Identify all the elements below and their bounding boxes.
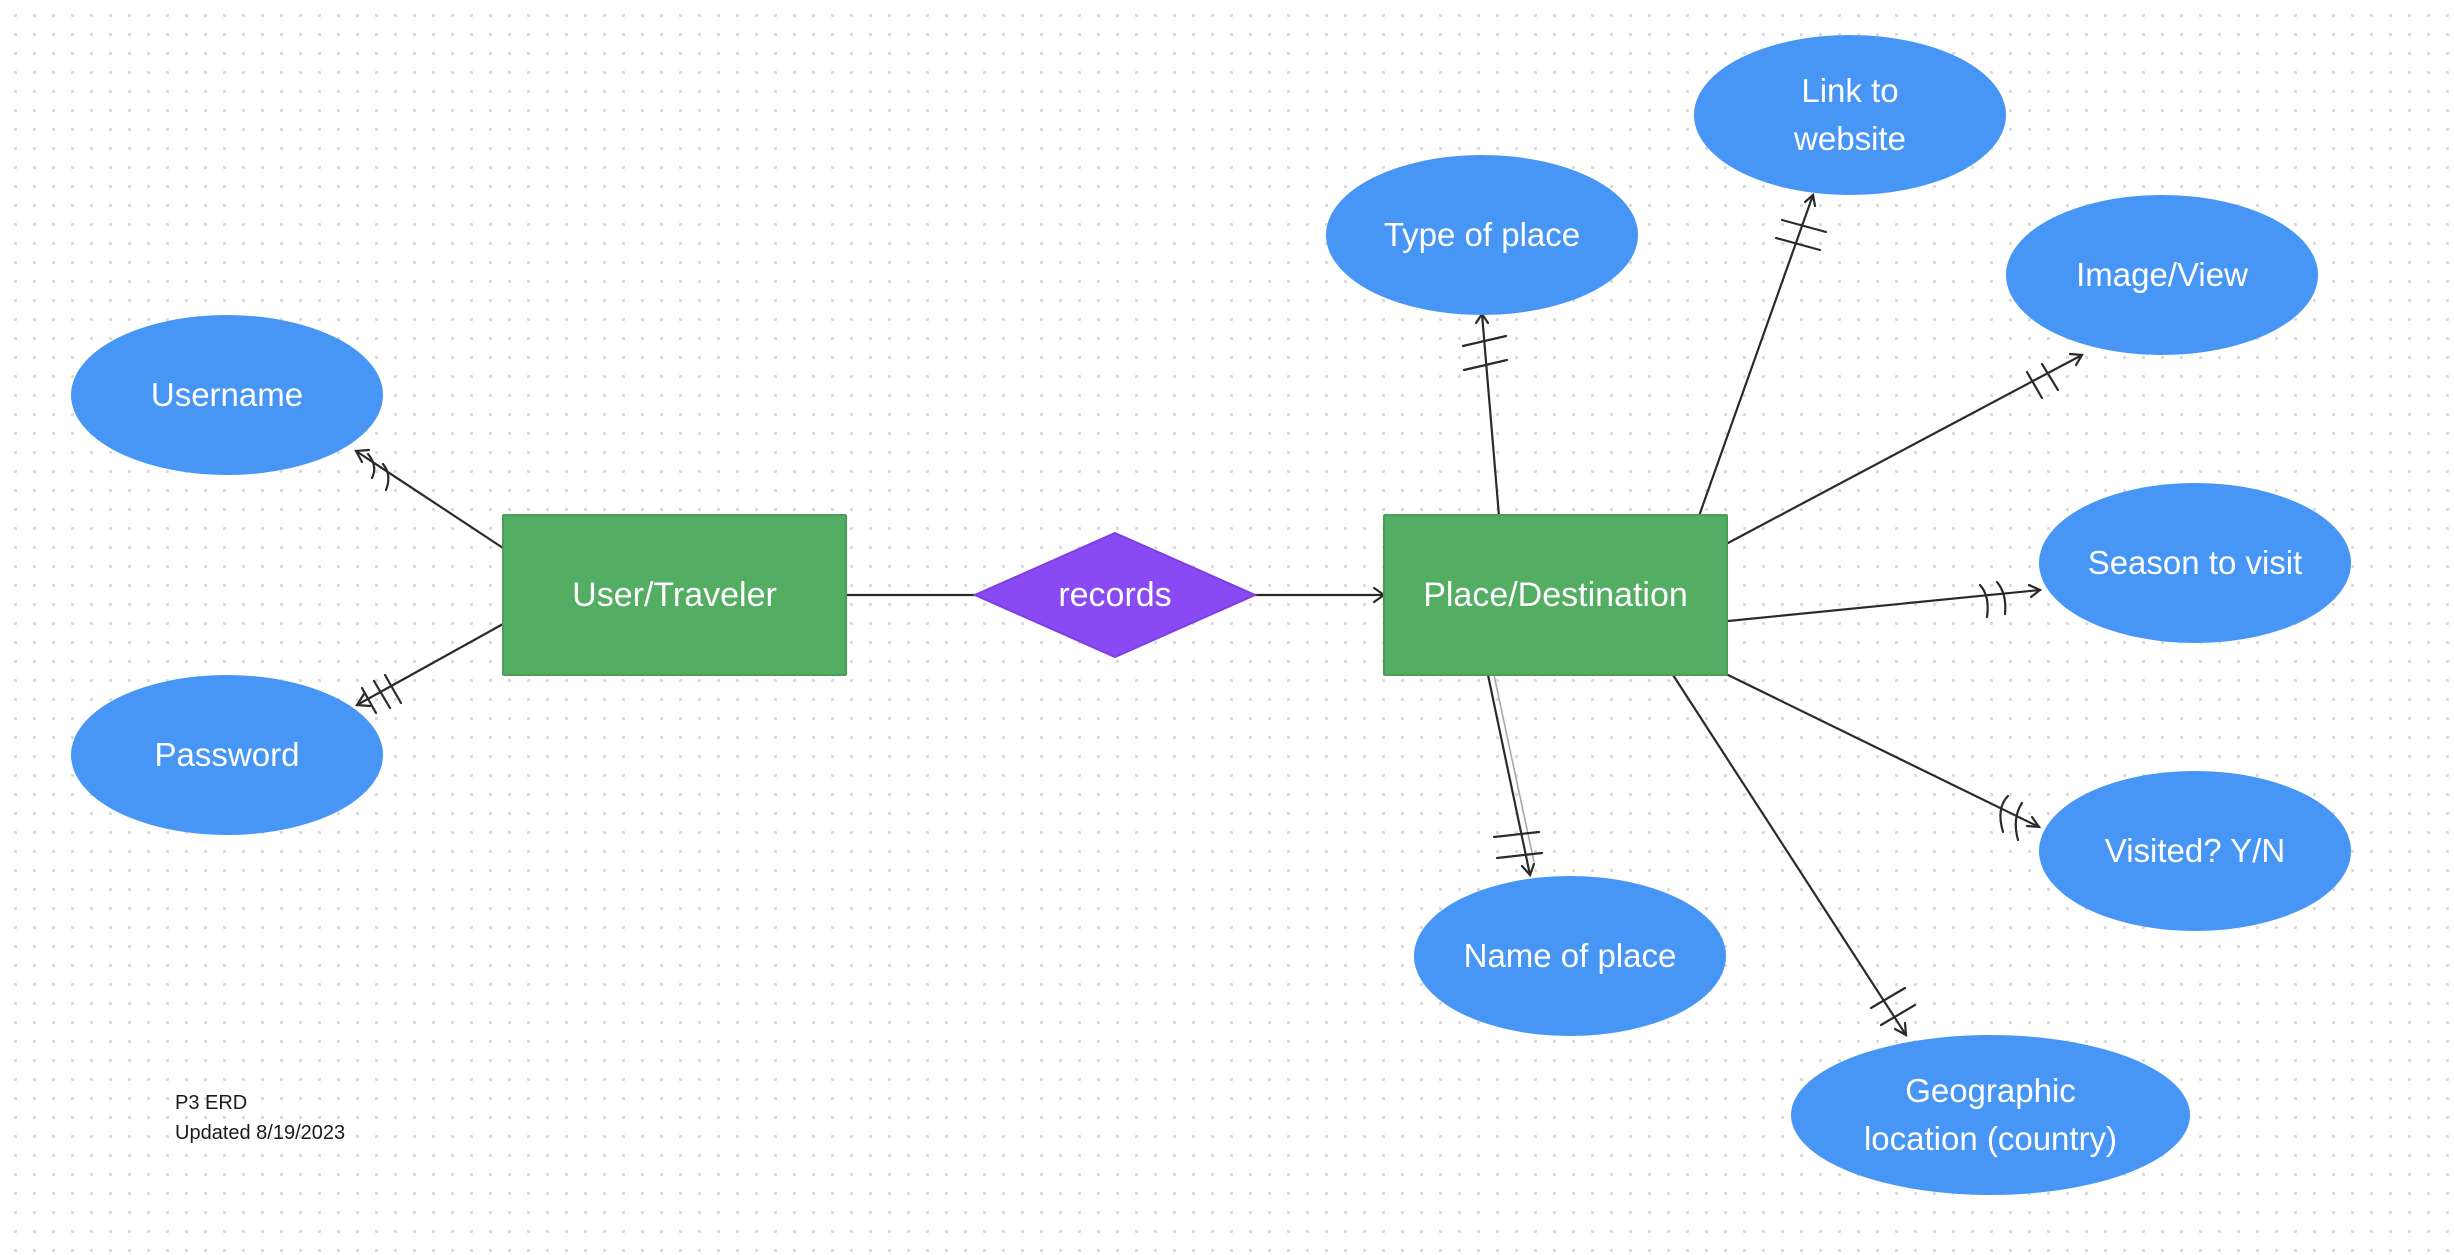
tick-image-view <box>2025 370 2044 400</box>
attribute-image-view-label: Image/View <box>2076 256 2248 293</box>
attribute-username[interactable]: Username <box>71 315 383 475</box>
tick-link-to-website <box>1780 218 1828 234</box>
attribute-link-to-website[interactable]: Link to website <box>1694 35 2006 195</box>
attribute-geographic-location-line1: Geographic <box>1905 1072 2076 1109</box>
arrowhead-season-to-visit <box>2027 583 2043 599</box>
attribute-name-of-place-label: Name of place <box>1463 937 1677 974</box>
attribute-link-to-website-line2: website <box>1794 120 1906 157</box>
connector-image-view <box>1726 353 2084 545</box>
attribute-visited-label: Visited? Y/N <box>2104 832 2286 869</box>
tick-season-to-visit <box>1978 583 1989 619</box>
attribute-visited[interactable]: Visited? Y/N <box>2039 771 2351 931</box>
connector-link-to-website <box>1697 193 1815 518</box>
connector-name-of-place <box>1486 673 1532 877</box>
tick-username <box>366 452 376 480</box>
attribute-season-to-visit[interactable]: Season to visit <box>2039 483 2351 643</box>
attribute-type-of-place[interactable]: Type of place <box>1326 155 1638 315</box>
tick-name-of-place <box>1492 830 1541 839</box>
attribute-password[interactable]: Password <box>71 675 383 835</box>
tick-type-of-place <box>1461 334 1508 348</box>
attribute-name-of-place[interactable]: Name of place <box>1414 876 1726 1036</box>
relationship-diamond <box>973 531 1257 659</box>
entity-user-traveler-label: User/Traveler <box>572 576 777 614</box>
arrowhead-image-view <box>2068 352 2084 367</box>
tick-visited <box>1999 794 2010 834</box>
arrowhead-password <box>355 692 372 708</box>
entity-user-traveler[interactable]: User/Traveler <box>502 514 847 676</box>
tick-geographic-location-2 <box>1879 1003 1917 1027</box>
connector-username <box>354 449 505 550</box>
connector-type-of-place <box>1480 312 1501 518</box>
tick-link-to-website-2 <box>1774 236 1822 252</box>
connectors <box>354 192 2084 1037</box>
relationship-records-label: records <box>1058 576 1172 614</box>
entity-place-destination[interactable]: Place/Destination <box>1383 514 1728 676</box>
diagram-note-updated: Updated 8/19/2023 <box>175 1122 346 1144</box>
arrowhead-username <box>354 448 371 464</box>
tick-password <box>360 686 378 715</box>
attribute-type-of-place-label: Type of place <box>1383 216 1581 253</box>
tick-visited-2 <box>2014 801 2024 842</box>
arrowhead-link-to-website <box>1803 192 1817 208</box>
tick-password-3 <box>383 673 403 705</box>
connector-password <box>355 622 505 707</box>
attribute-password-label: Password <box>154 736 300 773</box>
connector-name-of-place-echo <box>1493 674 1535 863</box>
tick-type-of-place-2 <box>1462 358 1509 372</box>
diagram-note-title: P3 ERD <box>175 1092 248 1114</box>
attribute-season-to-visit-label: Season to visit <box>2087 544 2303 581</box>
attribute-link-to-website-label: Link to website <box>1794 67 1906 163</box>
arrowhead-visited <box>2025 815 2042 829</box>
attribute-geographic-location-line2: location (country) <box>1863 1120 2118 1157</box>
tick-image-view-2 <box>2040 362 2060 392</box>
connector-geographic-location <box>1671 673 1908 1037</box>
arrowhead-geographic-location <box>1893 1021 1908 1037</box>
arrowhead-name-of-place <box>1520 862 1536 878</box>
relationship-records[interactable]: records <box>973 531 1257 659</box>
tick-season-to-visit-2 <box>1995 580 2007 616</box>
tick-name-of-place-2 <box>1495 851 1544 860</box>
attribute-geographic-location-label: Geographic location (country) <box>1864 1067 2117 1163</box>
tick-geographic-location <box>1869 986 1907 1010</box>
attribute-geographic-location[interactable]: Geographic location (country) <box>1791 1035 2190 1195</box>
tick-password-2 <box>372 679 392 710</box>
tick-username-2 <box>381 462 390 492</box>
entity-place-destination-label: Place/Destination <box>1423 576 1688 614</box>
diagram-note: P3 ERD Updated 8/19/2023 <box>175 1088 345 1148</box>
attribute-link-to-website-line1: Link to <box>1801 72 1899 109</box>
attribute-image-view[interactable]: Image/View <box>2006 195 2318 355</box>
connector-visited <box>1724 672 2041 829</box>
attribute-username-label: Username <box>150 376 304 413</box>
connector-season-to-visit <box>1726 588 2042 623</box>
